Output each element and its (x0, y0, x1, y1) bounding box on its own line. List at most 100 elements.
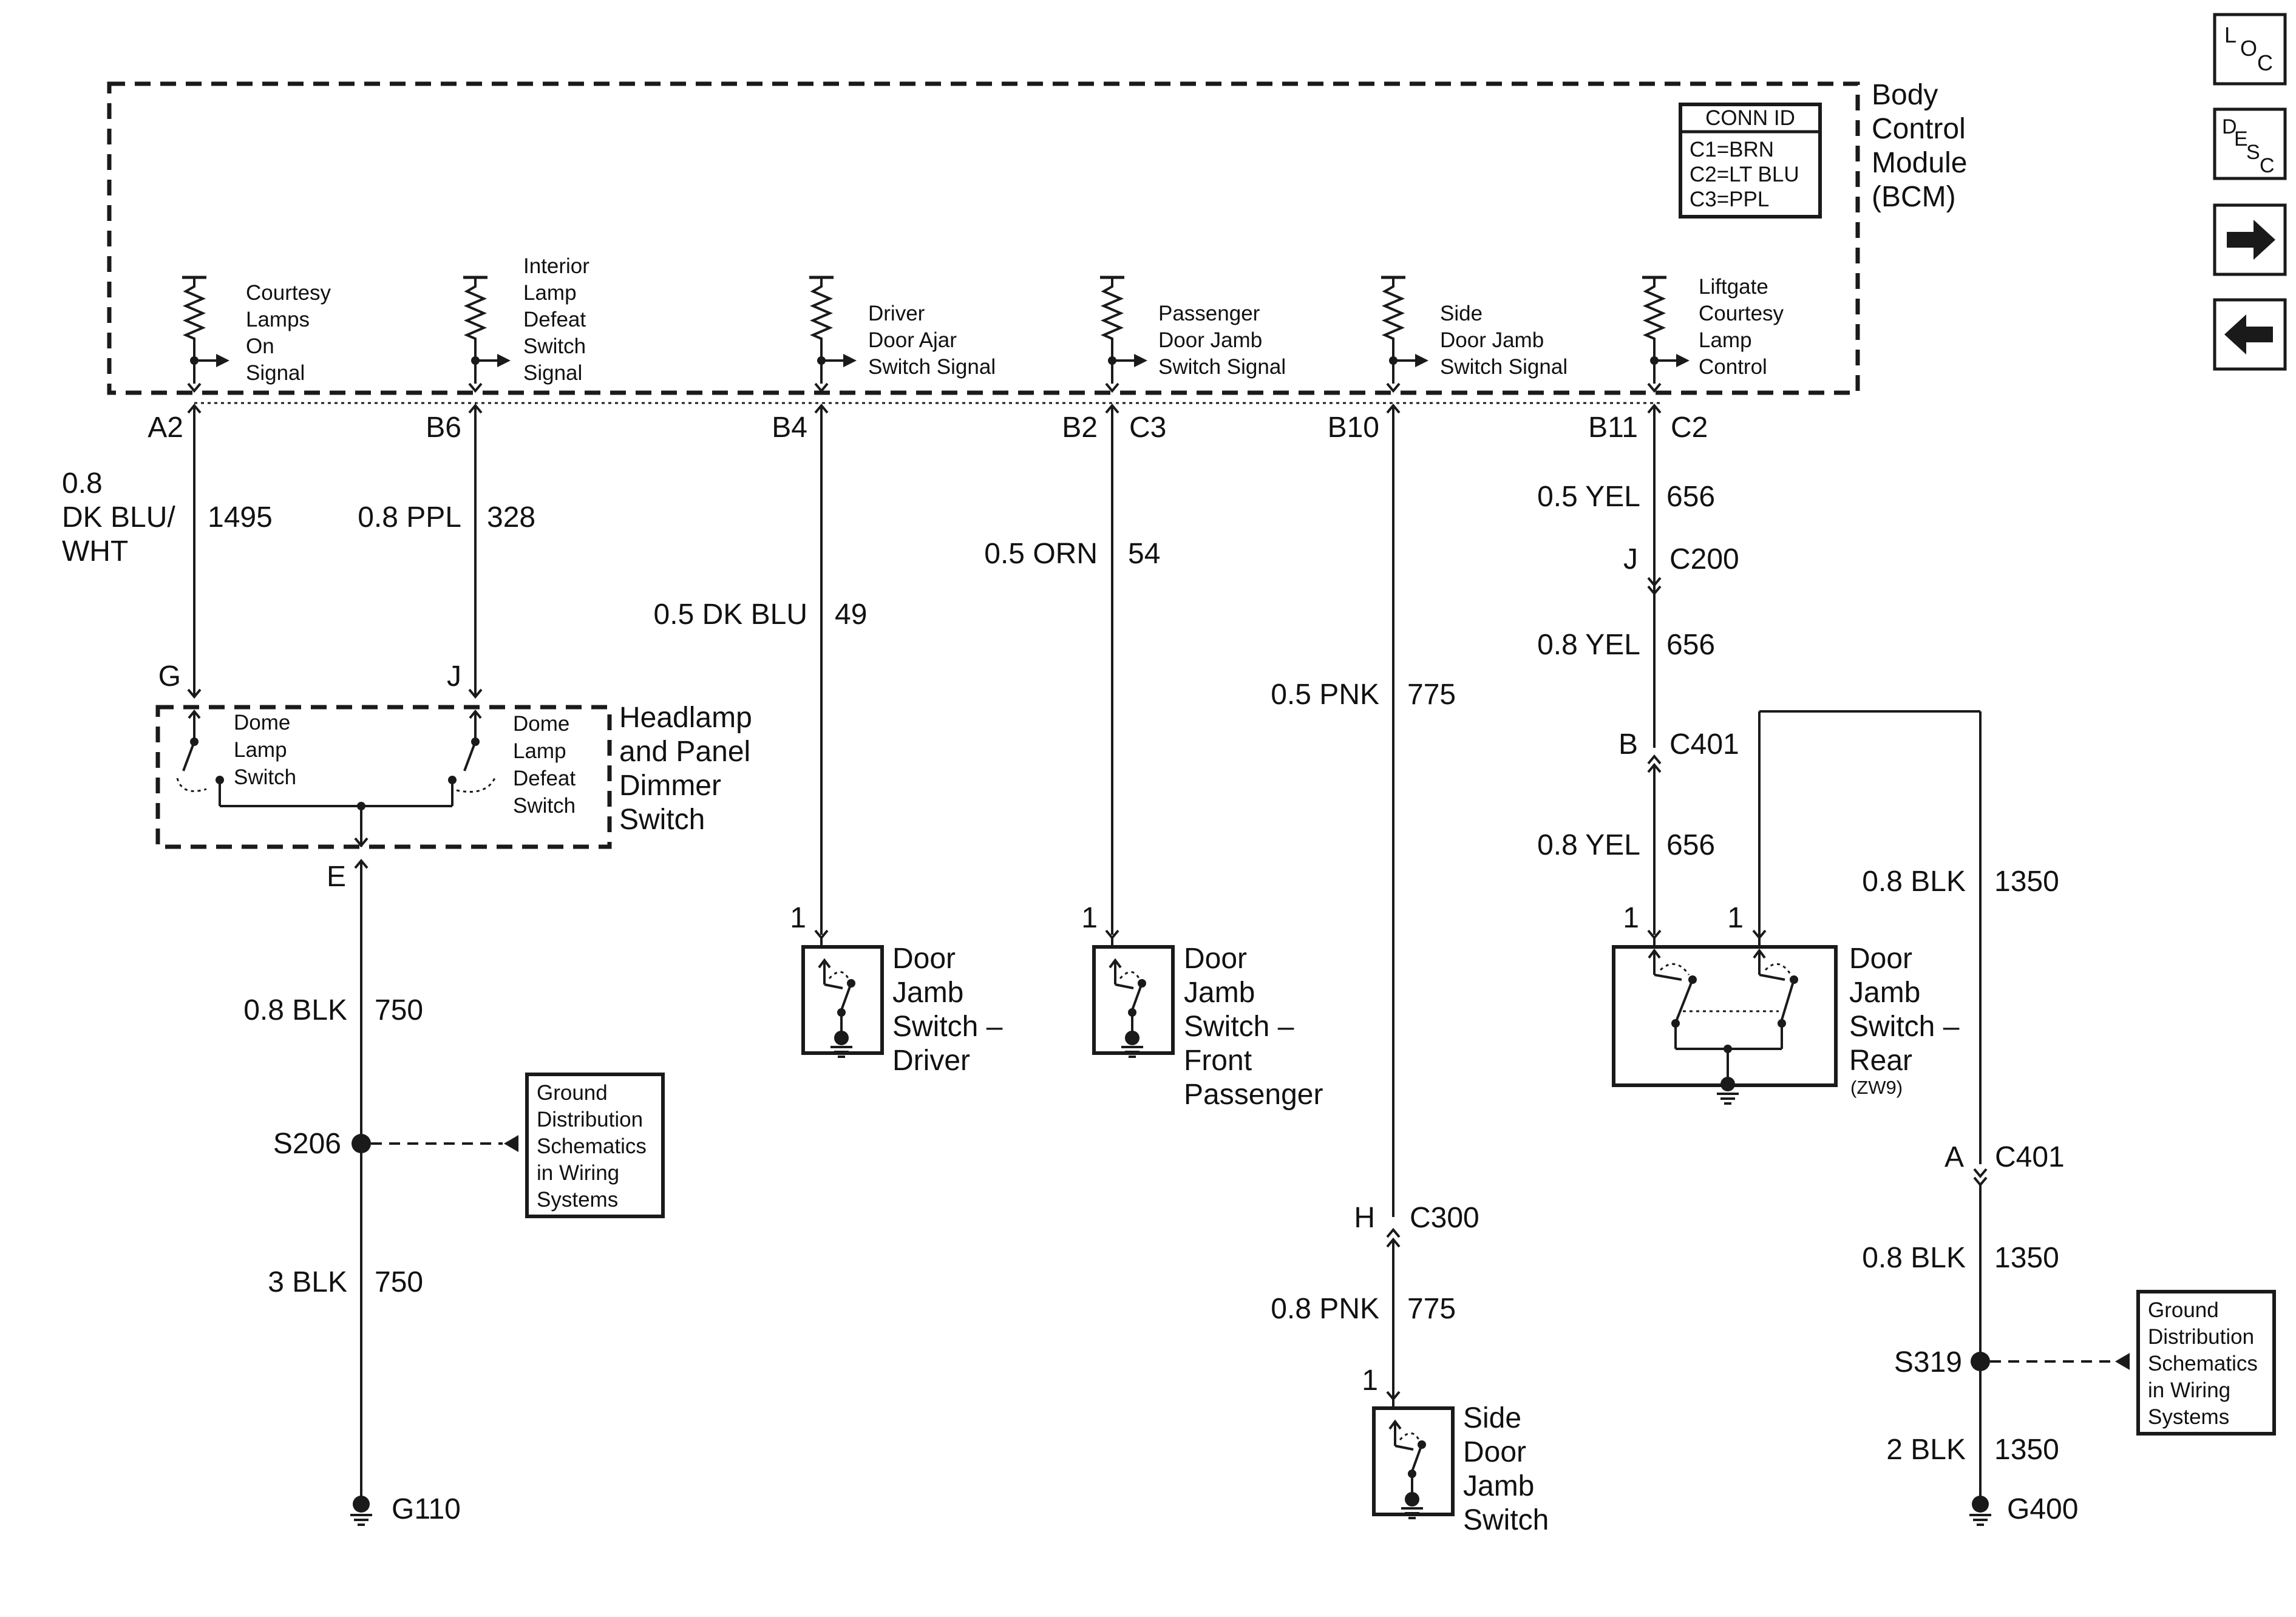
wire-1495-circuit: 1495 (208, 501, 273, 534)
wire-750a-label: 0.8 BLK (243, 994, 347, 1026)
back-button[interactable] (2213, 298, 2287, 371)
side-door-jamb-switch (1374, 1408, 1453, 1514)
wire-750a-circuit: 750 (375, 994, 423, 1026)
conn-id-box: CONN ID C1=BRN C2=LT BLU C3=PPL (1679, 103, 1822, 219)
pin-a2: A2 (148, 412, 183, 444)
wire-1350a-circuit: 1350 (1994, 866, 2059, 898)
pin-b2: B2 (1062, 412, 1098, 444)
ref-box-ground-left: Ground Distribution Schematics in Wiring… (525, 1073, 665, 1218)
bcm-name: Body Control Module (BCM) (1872, 79, 1975, 213)
pin-b4: B4 (772, 412, 807, 444)
wire-775a-circuit: 775 (1407, 679, 1456, 711)
svg-text:Passenger Door Jamb: Passenger Door Jamb Switch Signal (1158, 302, 1286, 379)
splice-s206: S206 (273, 1128, 341, 1160)
wire-54-circuit: 54 (1128, 538, 1160, 570)
wire-1350c-label: 2 BLK (1886, 1434, 1966, 1466)
wire-1350b-circuit: 1350 (1994, 1242, 2059, 1274)
wire-328-circuit: 328 (487, 501, 535, 534)
pin-c2: C2 (1671, 412, 1708, 444)
svg-text:Driver Door Ajar S: Driver Door Ajar Switch Signal (868, 302, 996, 379)
side-switch-pin: 1 (1362, 1364, 1378, 1397)
conn-id-lines: C1=BRN C2=LT BLU C3=PPL (1690, 138, 1805, 211)
pin-c3: C3 (1129, 412, 1166, 444)
headlamp-pin-g: G (158, 660, 181, 693)
svg-text:Side Door Jamb Swi: Side Door Jamb Switch Signal (1440, 302, 1567, 379)
desc-button[interactable]: D E S C (2213, 107, 2287, 180)
pin-b6: B6 (426, 412, 461, 444)
wire-49-circuit: 49 (835, 598, 867, 631)
wire-750b-circuit: 750 (375, 1266, 423, 1298)
wire-1350b-label: 0.8 BLK (1862, 1242, 1966, 1274)
svg-text:C: C (2257, 50, 2273, 75)
connector-c200 (1647, 577, 1662, 596)
next-button[interactable] (2213, 203, 2287, 276)
bcm-input-courtesy-lamps: Courtesy Lamps On Signal (182, 277, 337, 391)
bcm-input-passenger-jamb: Passenger Door Jamb Switch Signal (1100, 277, 1286, 391)
front-switch-pin: 1 (1081, 902, 1098, 934)
splice-s206-dot (352, 1134, 371, 1153)
wire-656b-circuit: 656 (1666, 629, 1715, 661)
bcm-input-interior-defeat: Interior Lamp Defeat Switch Signal (463, 254, 596, 391)
wire-1350a-label: 0.8 BLK (1862, 866, 1966, 898)
wire-1350c-circuit: 1350 (1994, 1434, 2059, 1466)
wire-750b-label: 3 BLK (268, 1266, 347, 1298)
headlamp-pin-j: J (447, 660, 461, 693)
svg-text:E: E (2234, 127, 2248, 151)
loc-button[interactable]: L O C (2213, 13, 2287, 86)
door-jamb-switch-driver (803, 947, 882, 1053)
side-switch-name: Side Door Jamb Switch (1463, 1402, 1549, 1536)
headlamp-panel-dimmer-switch: Dome Lamp Switch Dome Lamp Defeat Switch (155, 705, 612, 849)
svg-text:O: O (2240, 36, 2257, 61)
c401b-id: C401 (1669, 728, 1739, 761)
c401a-pin: A (1944, 1141, 1964, 1173)
wire-1495-size: 0.8 (62, 467, 103, 500)
bcm-input-driver-door-ajar: Driver Door Ajar Switch Signal (809, 277, 996, 391)
pin-b11: B11 (1588, 412, 1638, 444)
arrow-left-icon (2224, 314, 2273, 354)
rear-switch-option: (ZW9) (1850, 1077, 1903, 1098)
rear-switch-pin-right: 1 (1727, 902, 1744, 934)
bcm-input-liftgate-courtesy: Liftgate Courtesy Lamp Control (1642, 275, 1784, 391)
bcm-input-side-jamb: Side Door Jamb Switch Signal (1381, 277, 1567, 391)
door-jamb-switch-front-passenger (1094, 947, 1173, 1053)
door-jamb-switch-rear (1612, 945, 1838, 1091)
wire-775b-circuit: 775 (1407, 1293, 1456, 1325)
rear-switch-name: Door Jamb Switch – Rear (1849, 943, 1968, 1077)
driver-switch-name: Door Jamb Switch – Driver (892, 943, 1011, 1077)
ground-g400: G400 (2007, 1493, 2078, 1525)
wire-775a-label: 0.5 PNK (1271, 679, 1379, 711)
ground-g110: G110 (392, 1493, 461, 1525)
svg-text:Dome Lamp Defeat: Dome Lamp Defeat Switch (513, 712, 582, 818)
svg-text:S: S (2246, 141, 2260, 164)
svg-text:C: C (2260, 154, 2275, 177)
svg-text:Ground Distribution: Ground Distribution Schematics in Wiring… (537, 1081, 653, 1212)
pin-b10: B10 (1328, 412, 1379, 444)
c300-id: C300 (1410, 1202, 1479, 1234)
connector-c401-a (1973, 1168, 1988, 1187)
svg-text:Ground Distribution: Ground Distribution Schematics in Wiring… (2148, 1298, 2264, 1429)
c200-id: C200 (1669, 543, 1739, 575)
bcm-boundary (107, 81, 1860, 395)
svg-text:D: D (2222, 115, 2237, 138)
wire-656b-label: 0.8 YEL (1537, 629, 1640, 661)
headlamp-pin-e: E (327, 861, 346, 893)
svg-text:Courtesy Lamps On: Courtesy Lamps On Signal (246, 281, 337, 385)
front-switch-name: Door Jamb Switch – Front Passenger (1184, 943, 1323, 1111)
splice-s319: S319 (1894, 1346, 1962, 1378)
svg-text:Dome Lamp Switch: Dome Lamp Switch (234, 711, 296, 789)
splice-s319-dot (1971, 1352, 1990, 1371)
svg-text:Interior Lamp Defe: Interior Lamp Defeat Switch Signal (523, 254, 596, 385)
wire-656a-circuit: 656 (1666, 481, 1715, 513)
wire-656c-label: 0.8 YEL (1537, 829, 1640, 861)
c401b-pin: B (1618, 728, 1638, 761)
c300-pin: H (1354, 1202, 1375, 1234)
svg-text:L: L (2224, 22, 2237, 47)
c200-pin: J (1623, 543, 1638, 575)
wire-656c-circuit: 656 (1666, 829, 1715, 861)
wire-49-label: 0.5 DK BLU (654, 598, 807, 631)
ref-box-ground-right: Ground Distribution Schematics in Wiring… (2136, 1290, 2276, 1436)
wire-1495-color: DK BLU/ WHT (62, 501, 183, 568)
conn-id-title: CONN ID (1705, 106, 1795, 130)
